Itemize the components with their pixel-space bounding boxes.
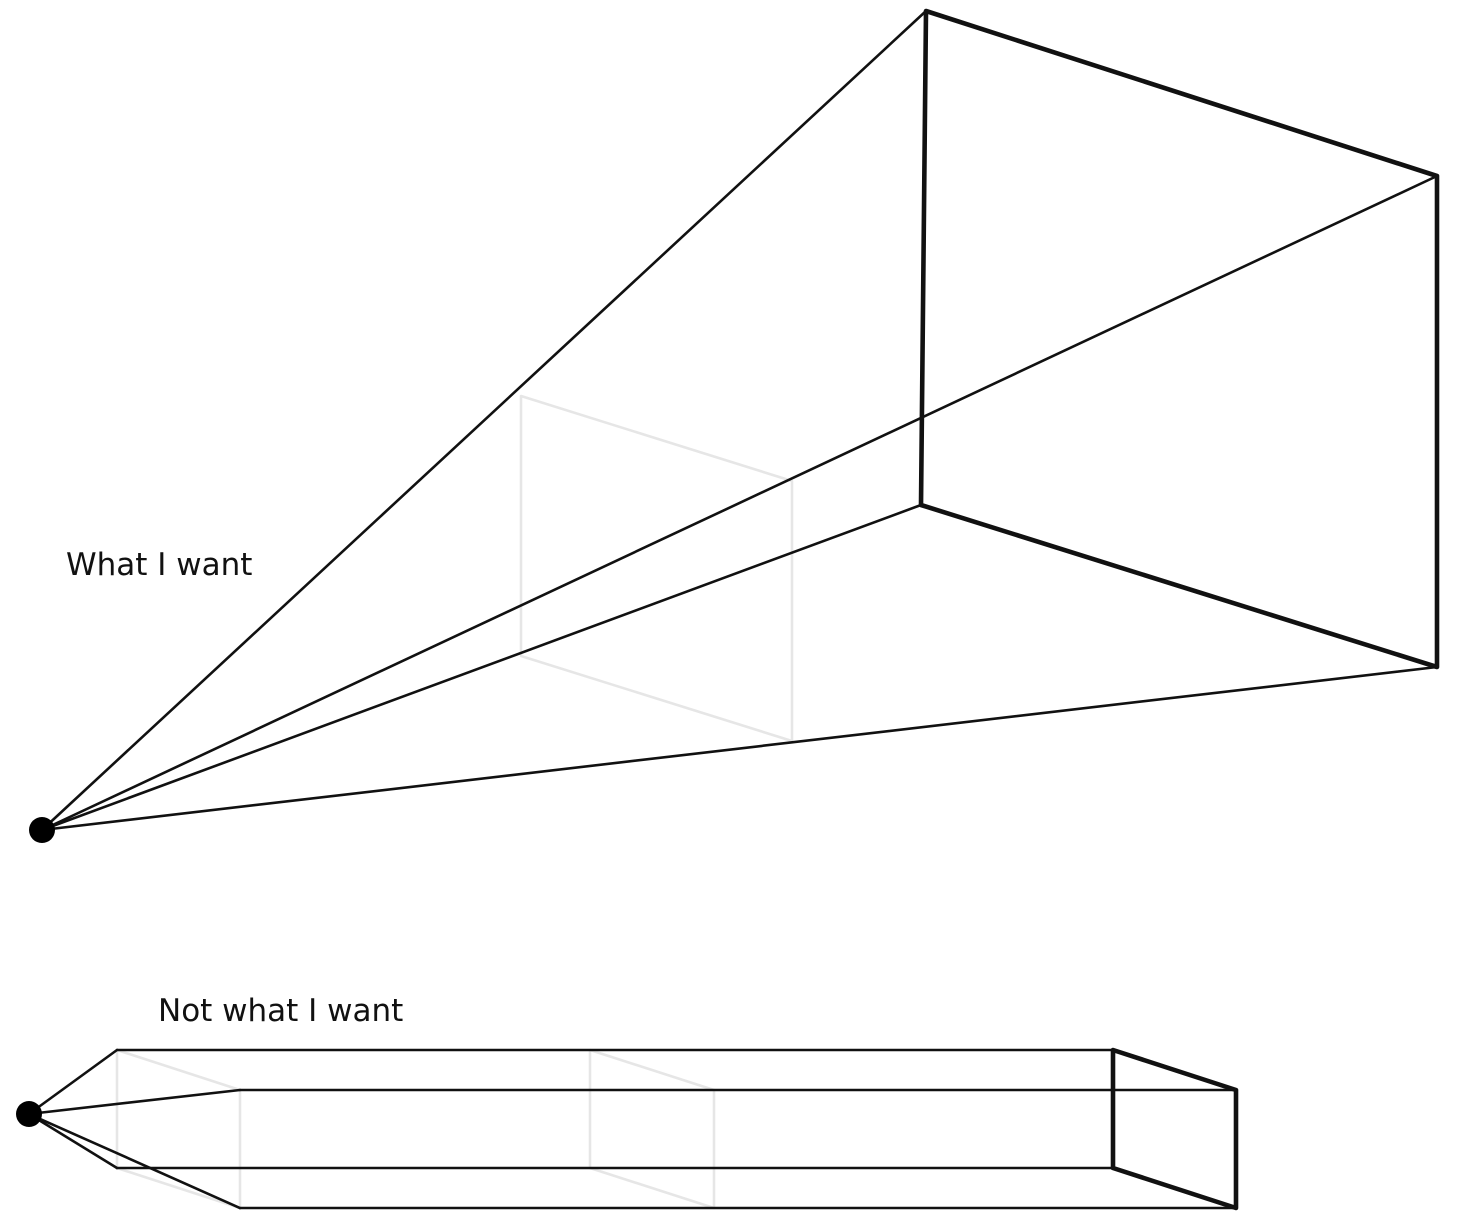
perspective-frustum-figure: What I want [29,8,1440,843]
cone-ray-bottom [27,1112,242,1210]
viewpoint-dot [29,817,55,843]
faint-square-left [115,1048,242,1210]
intermediate-faint-square [519,394,794,743]
far-square-outline [918,8,1440,670]
far-square [918,8,1440,670]
parallel-edges [115,1048,1238,1210]
faint-squares [115,1048,716,1210]
projection-rays [40,9,1439,832]
label-what-i-want: What I want [66,547,252,583]
faint-square-outline [519,394,794,743]
prism-viewpoint-dot [16,1101,42,1127]
ray-to-top-left [40,9,928,832]
label-not-what-i-want: Not what I want [158,993,403,1029]
ray-to-top-right [40,174,1439,832]
near-cone-rays [27,1048,242,1210]
ray-to-bottom-right [40,665,1439,832]
parallel-prism-figure: Not what I want [16,993,1239,1211]
cone-ray-lower-left [27,1112,119,1170]
prism-far-square [1110,1047,1239,1211]
cone-ray-upper-right [27,1088,242,1116]
cone-ray-top [27,1048,119,1116]
faint-square-middle [588,1048,716,1210]
ray-to-bottom-left [40,503,923,832]
